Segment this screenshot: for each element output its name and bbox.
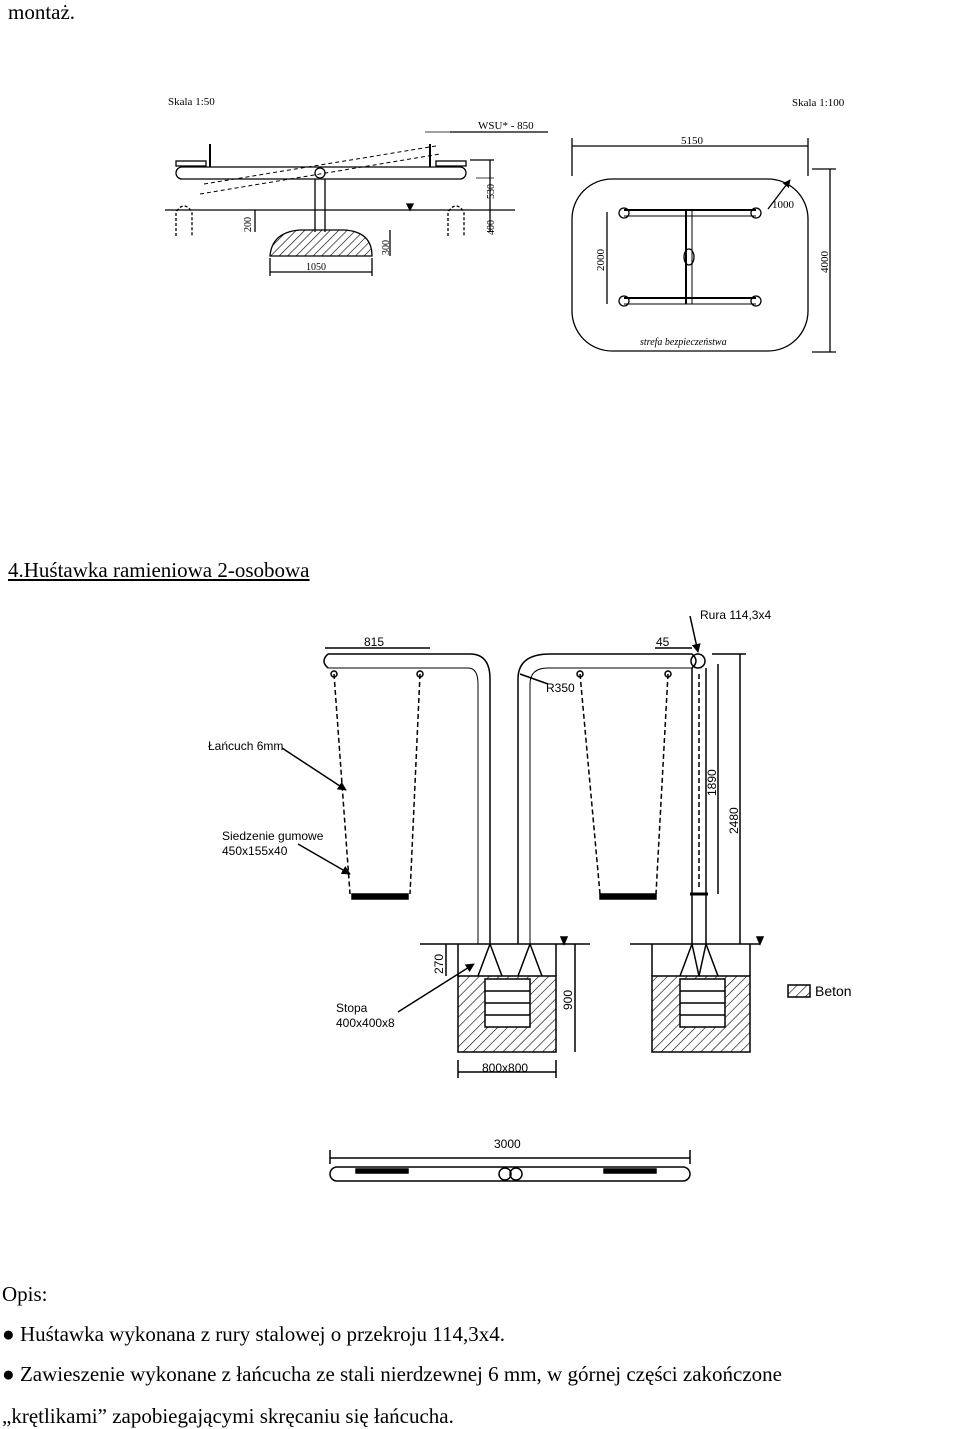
dim-1050: 1050 (306, 262, 326, 273)
right-arm (517, 653, 692, 944)
dim-900: 900 (561, 990, 575, 1010)
dim-45: 45 (656, 635, 670, 649)
legend-label: Beton (815, 983, 852, 999)
description-item-2: ● Zawieszenie wykonane z łańcucha ze sta… (2, 1362, 782, 1386)
swing-drawing: Rura 114,3x4 815 45 R350 Łańcuch 6mm Sie… (0, 594, 960, 1224)
dim-1000: 1000 (772, 199, 795, 211)
description-item-1: ● Huśtawka wykonana z rury stalowej o pr… (2, 1322, 505, 1346)
dim-200: 200 (243, 217, 254, 232)
safety-zone-outline (571, 178, 809, 352)
safety-zone-label: strefa bezpieczeństwa (640, 337, 727, 348)
seat-label-line1: Siedzenie gumowe (222, 829, 324, 843)
dim-800x800: 800x800 (482, 1061, 528, 1075)
scale-right-label: Skala 1:100 (792, 97, 845, 109)
left-arm (328, 653, 491, 944)
bullet-icon: ● (2, 1322, 15, 1346)
section-heading: 4.Huśtawka ramieniowa 2-osobowa (8, 558, 310, 582)
wsu-label: WSU* - 850 (478, 120, 534, 132)
item-2-text-line1: Zawieszenie wykonane z łańcucha ze stali… (19, 1362, 782, 1386)
dim-300: 300 (381, 240, 392, 255)
item-1-text: Huśtawka wykonana z rury stalowej o prze… (19, 1322, 505, 1346)
dim-3000: 3000 (494, 1137, 521, 1151)
radius-label: R350 (546, 681, 575, 695)
seesaw-beam (175, 166, 467, 180)
dim-1890: 1890 (705, 769, 719, 796)
dim-400: 400 (486, 220, 497, 235)
description-item-2-cont: „krętlikami” zapobiegającymi skręcaniu s… (2, 1404, 454, 1428)
dim-270: 270 (432, 954, 446, 974)
dim-4000: 4000 (819, 251, 831, 274)
chain-label: Łańcuch 6mm (208, 739, 283, 753)
seat-label-line2: 450x155x40 (222, 844, 288, 858)
scale-left-label: Skala 1:50 (168, 96, 215, 108)
right-seat (599, 893, 657, 900)
top-text: montaż. (8, 0, 76, 24)
seesaw-drawing: Skala 1:50 Skala 1:100 WSU* - 850 530 40… (0, 34, 960, 460)
bullet-icon: ● (2, 1362, 15, 1386)
dim-530: 530 (486, 184, 497, 199)
top-view-bar (329, 1166, 691, 1182)
description-label: Opis: (2, 1282, 48, 1306)
dim-2480: 2480 (727, 807, 741, 834)
dim-2000: 2000 (595, 249, 607, 272)
left-seat (351, 893, 409, 900)
legend-swatch (787, 984, 811, 998)
foot-label-line2: 400x400x8 (336, 1016, 395, 1030)
seesaw-foundation (269, 229, 373, 257)
foot-label-line1: Stopa (336, 1001, 368, 1015)
pipe-label: Rura 114,3x4 (700, 608, 771, 622)
dim-815: 815 (364, 635, 384, 649)
dim-5150: 5150 (681, 135, 704, 147)
